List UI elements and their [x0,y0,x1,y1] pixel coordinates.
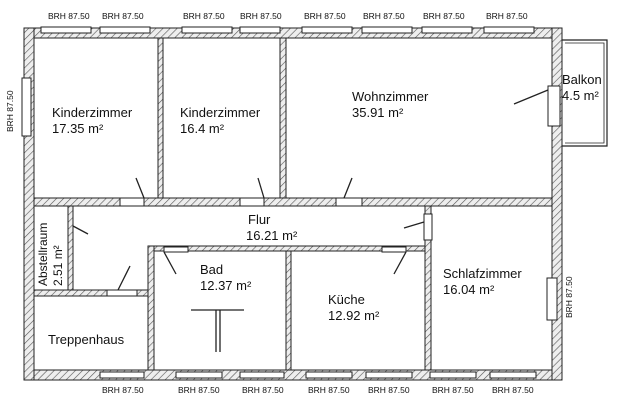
windows-top [40,26,535,34]
room-area: 16.21 m² [246,228,298,243]
window-label: BRH 87.50 [240,11,282,21]
window-label: BRH 87.50 [304,11,346,21]
room-area: 12.37 m² [200,278,252,293]
room-name: Schlafzimmer [443,266,522,281]
room-schlafzimmer: Schlafzimmer 16.04 m² [443,266,522,298]
door-openings [106,197,433,297]
door-swings [72,89,549,291]
room-name: Wohnzimmer [352,89,429,104]
room-balkon: Balkon 4.5 m² [562,72,602,104]
window-label: BRH 87.50 [102,385,144,395]
window-label: BRH 87.50 [432,385,474,395]
room-area: 12.92 m² [328,308,380,323]
window-left [21,77,32,137]
window-label: BRH 87.50 [102,11,144,21]
room-area: 2.51 m² [51,245,65,286]
room-treppenhaus: Treppenhaus [48,332,124,348]
room-kinderzimmer-2: Kinderzimmer 16.4 m² [180,105,260,137]
room-area: 17.35 m² [52,121,104,136]
window-label: BRH 87.50 [183,11,225,21]
window-label: BRH 87.50 [363,11,405,21]
room-area: 16.4 m² [180,121,225,136]
room-kueche: Küche 12.92 m² [328,292,379,324]
room-name: Treppenhaus [48,332,125,347]
window-label: BRH 87.50 [48,11,90,21]
window-label: BRH 87.50 [368,385,410,395]
room-name: Küche [328,292,365,307]
room-flur: Flur 16.21 m² [246,212,298,244]
window-label: BRH 87.50 [178,385,220,395]
room-area: 4.5 m² [562,88,599,103]
window-right [546,277,558,321]
window-label: BRH 87.50 [486,11,528,21]
window-label: BRH 87.50 [564,276,574,318]
balcony-outline [562,39,608,147]
window-label: BRH 87.50 [242,385,284,395]
room-name: Abstellraum [36,222,50,286]
window-label: BRH 87.50 [492,385,534,395]
room-wohnzimmer: Wohnzimmer 35.91 m² [352,89,428,121]
windows-bottom [99,371,537,379]
room-name: Kinderzimmer [180,105,261,120]
room-area: 16.04 m² [443,282,495,297]
room-area: 35.91 m² [352,105,404,120]
room-name: Bad [200,262,224,277]
room-bad: Bad 12.37 m² [200,262,251,294]
window-label: BRH 87.50 [423,11,465,21]
bathroom-fixture [191,309,244,352]
room-name: Kinderzimmer [52,105,133,120]
room-kinderzimmer-1: Kinderzimmer 17.35 m² [52,105,132,137]
room-name: Balkon [562,72,602,87]
window-label: BRH 87.50 [5,90,15,132]
interior-walls [33,37,553,371]
balcony-door [547,85,561,127]
room-abstellraum: Abstellraum 2.51 m² [36,223,66,286]
room-name: Flur [248,212,271,227]
window-label: BRH 87.50 [308,385,350,395]
